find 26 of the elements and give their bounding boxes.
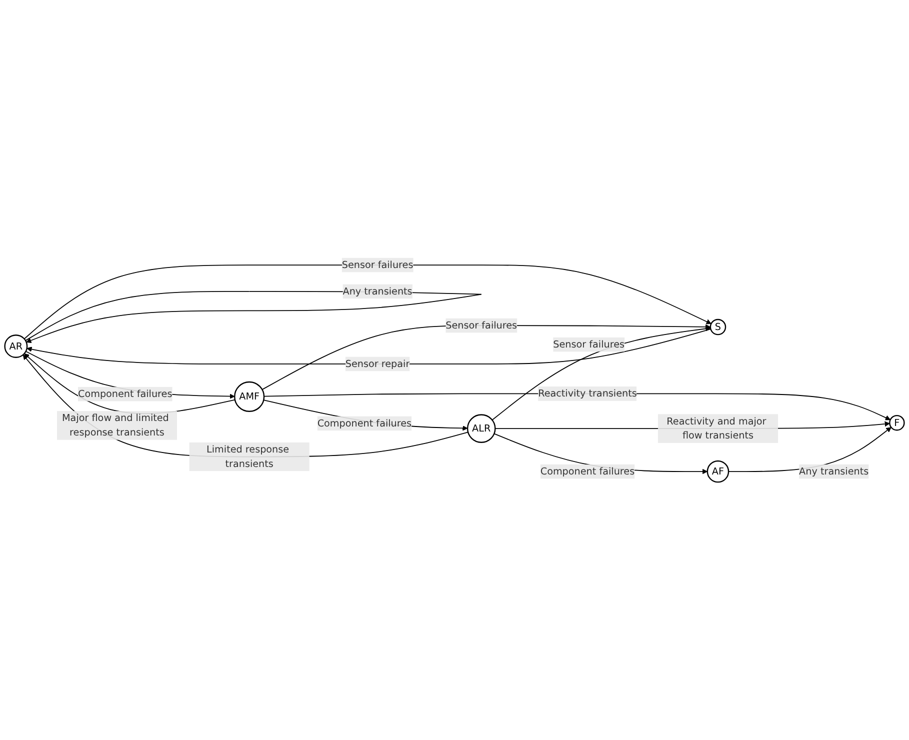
node-circle: AR xyxy=(4,334,28,358)
node-circle: AF xyxy=(706,460,730,483)
edge-label: Sensor failures xyxy=(446,320,518,331)
arrow xyxy=(22,354,468,458)
edge-label: Component failures xyxy=(317,417,412,429)
arrow xyxy=(262,324,711,390)
arrow xyxy=(26,328,712,364)
edge-label: Any transients xyxy=(342,285,412,297)
arrow xyxy=(492,326,711,420)
arrow xyxy=(24,264,712,340)
edge-label: Reactivity and major flow transients xyxy=(666,415,766,442)
edge-label: Major flow and limited response transients xyxy=(62,412,169,438)
arrow xyxy=(24,353,236,414)
edge-label: Limited response transients xyxy=(206,444,290,470)
edge-label: Component failures xyxy=(540,466,635,477)
edge-label: Sensor failures xyxy=(553,338,625,350)
arrow xyxy=(263,400,468,431)
edge-label: Reactivity transients xyxy=(538,388,637,400)
node-circle: AMF xyxy=(234,381,265,412)
node-circle: F xyxy=(889,415,905,431)
edge-label: Sensor repair xyxy=(345,358,410,370)
node-circle: ALR xyxy=(466,414,496,443)
node-circle: S xyxy=(710,318,726,336)
edge-label: Component failures xyxy=(78,388,172,400)
edge-label: Any transients xyxy=(799,466,869,477)
edge-label: Sensor failures xyxy=(342,259,414,270)
